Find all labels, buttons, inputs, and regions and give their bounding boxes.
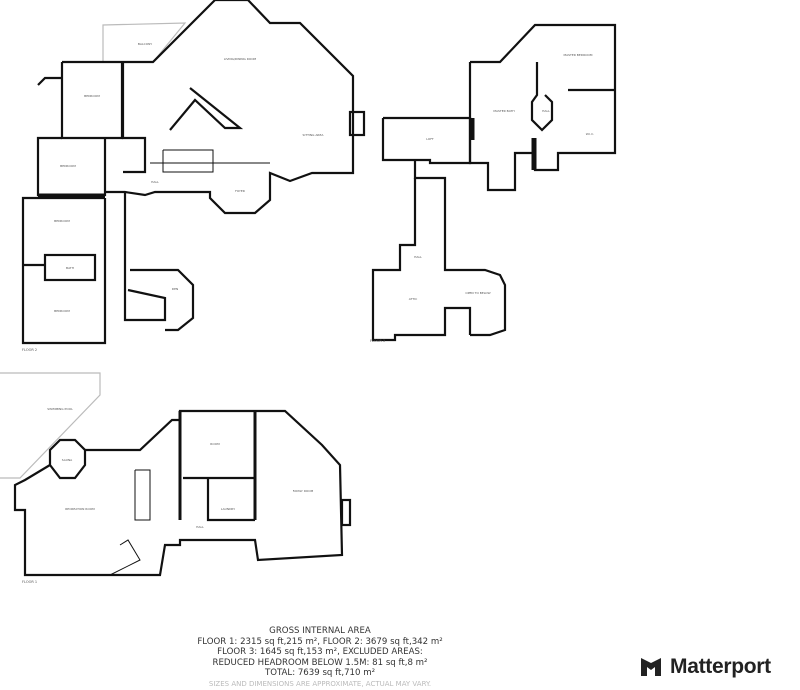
room-label: BEDROOM xyxy=(60,164,76,168)
room-label: HALL xyxy=(414,255,422,259)
room-label: HALL xyxy=(151,180,159,184)
floor-1-plan: SWIMMING POOL SAUNA RECREATION ROOM ROOM… xyxy=(0,372,352,584)
room-label: ROOM xyxy=(210,442,220,446)
room-label: W.I.C. xyxy=(586,132,595,136)
room-label: LIVING/DINING ROOM xyxy=(224,57,257,61)
disclaimer: SIZES AND DIMENSIONS ARE APPROXIMATE, AC… xyxy=(208,679,432,688)
room-label: ATTIC xyxy=(409,297,417,301)
room-label: HALL xyxy=(196,525,204,529)
floor-label: FLOOR 3 xyxy=(370,339,385,343)
matterport-logo-icon xyxy=(640,656,662,678)
summary-line: REDUCED HEADROOM BELOW 1.5M: 81 sq ft,8 … xyxy=(212,657,428,668)
room-label: BEDROOM xyxy=(54,219,70,223)
summary-total: TOTAL: 7639 sq ft,710 m² xyxy=(264,668,376,679)
room-label: BEDROOM xyxy=(84,94,100,98)
room-label: LOFT xyxy=(426,137,434,141)
room-label: LAUNDRY xyxy=(221,507,235,511)
summary-line: FLOOR 1: 2315 sq ft,215 m², FLOOR 2: 367… xyxy=(197,636,443,647)
room-label: DEN xyxy=(172,287,178,291)
room-label: MASTER BATH xyxy=(493,109,514,113)
room-label: HALL xyxy=(542,109,550,113)
brand-name: Matterport xyxy=(670,655,771,678)
floor-3-plan: MASTER BEDROOM MASTER BATH HALL W.I.C. L… xyxy=(370,23,617,343)
room-label: SWIMMING POOL xyxy=(47,407,73,411)
matterport-logo: Matterport xyxy=(640,655,771,679)
summary-title: GROSS INTERNAL AREA xyxy=(269,626,371,636)
room-label: SITTING AREA xyxy=(303,133,325,137)
room-label: RECREATION ROOM xyxy=(65,507,95,511)
floor-2-plan: LIVING/DINING ROOM SITTING AREA BALCONY … xyxy=(21,0,366,352)
room-label: SAUNA xyxy=(62,458,73,462)
room-label: OPEN TO BELOW xyxy=(465,291,490,295)
summary-line: FLOOR 3: 1645 sq ft,153 m², EXCLUDED ARE… xyxy=(217,647,423,658)
room-label: BATH xyxy=(66,266,74,270)
area-summary: GROSS INTERNAL AREA FLOOR 1: 2315 sq ft,… xyxy=(190,626,450,690)
room-label: FAMILY ROOM xyxy=(293,489,314,493)
floor-label: FLOOR 1 xyxy=(22,580,37,584)
room-label: MASTER BEDROOM xyxy=(564,53,593,57)
room-label: FOYER xyxy=(235,189,245,193)
room-label: BEDROOM xyxy=(54,309,70,313)
floor-label: FLOOR 2 xyxy=(22,348,37,352)
room-label: BALCONY xyxy=(138,42,152,46)
